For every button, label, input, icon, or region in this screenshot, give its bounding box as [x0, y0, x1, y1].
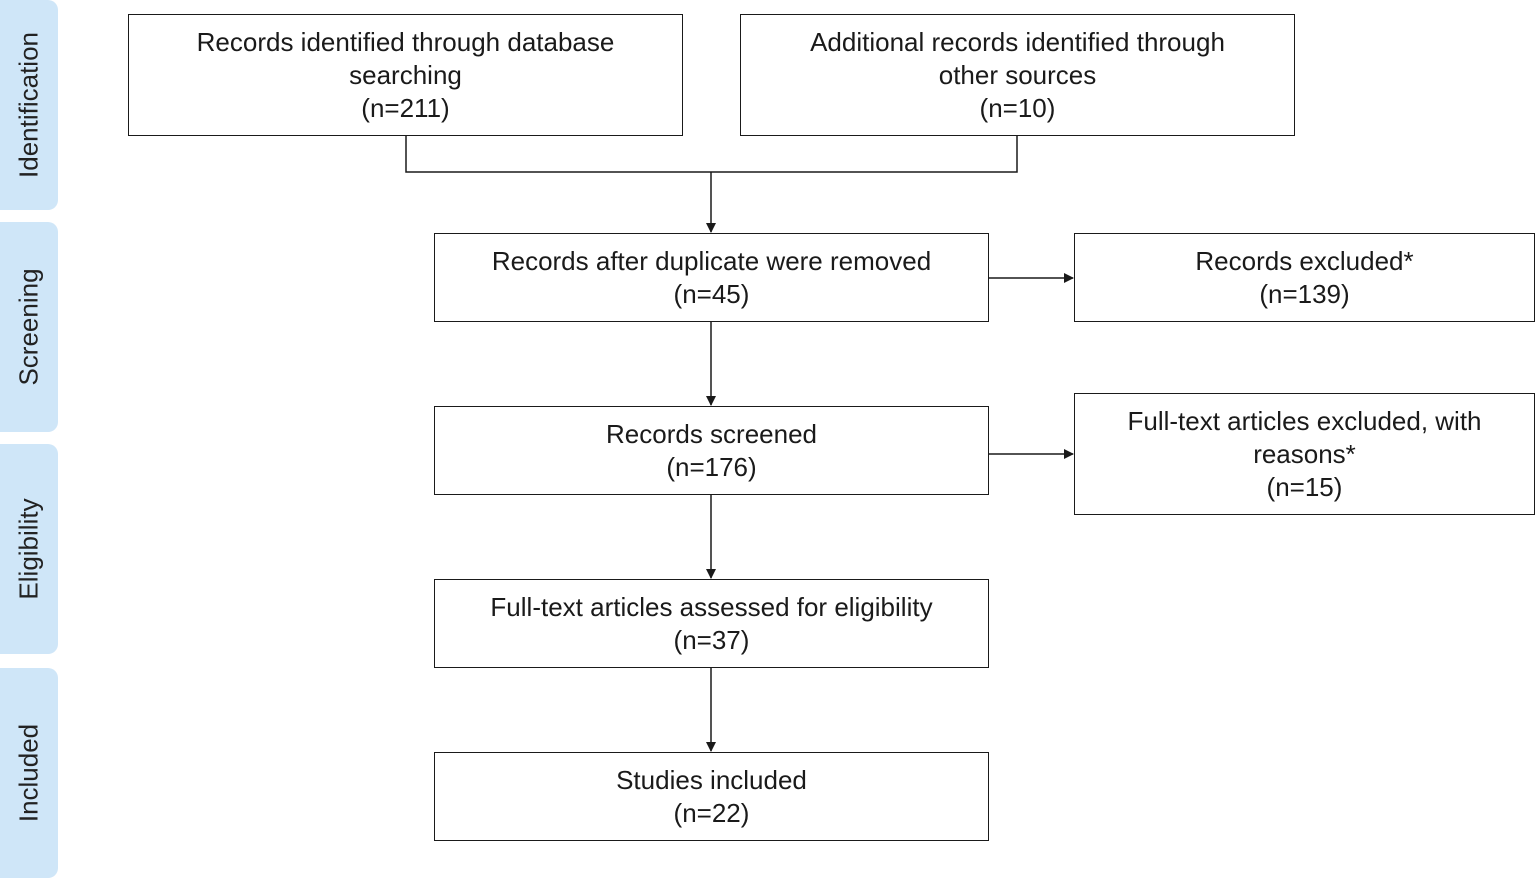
phase-tab-identification: Identification — [0, 0, 58, 210]
box-text-line: Studies included — [616, 764, 807, 795]
phase-tab-included: Included — [0, 668, 58, 878]
box-count: (n=139) — [1259, 278, 1350, 309]
box-text-line: Records after duplicate were removed — [491, 245, 932, 276]
fulltext-excluded-box: Full-text articles excluded, with reason… — [1074, 393, 1535, 515]
box-count: (n=176) — [666, 451, 757, 482]
studies-included-box: Studies included (n=22) — [434, 752, 989, 841]
additional-records-box: Additional records identified through ot… — [740, 14, 1295, 136]
box-text-line: Records excluded* — [1195, 245, 1414, 276]
phase-tab-screening: Screening — [0, 222, 58, 432]
box-count: (n=22) — [673, 797, 750, 828]
box-count: (n=15) — [1266, 471, 1343, 502]
merge-connector — [405, 136, 1018, 173]
box-count: (n=211) — [361, 92, 450, 123]
records-excluded-box: Records excluded* (n=139) — [1074, 233, 1535, 322]
box-text-line: other sources — [938, 59, 1097, 90]
box-count: (n=37) — [673, 624, 750, 655]
records-after-duplicates-box: Records after duplicate were removed (n=… — [434, 233, 989, 322]
phase-tab-eligibility: Eligibility — [0, 444, 58, 654]
box-text-line: Full-text articles assessed for eligibil… — [490, 591, 933, 622]
box-count: (n=10) — [979, 92, 1056, 123]
box-text-line: searching — [349, 59, 462, 90]
box-text-line: Additional records identified through — [810, 26, 1225, 57]
box-text-line: Records identified through database — [196, 26, 615, 57]
box-text-line: Full-text articles excluded, with — [1127, 405, 1482, 436]
box-text-line: reasons* — [1253, 438, 1356, 469]
records-screened-box: Records screened (n=176) — [434, 406, 989, 495]
records-identified-database-box: Records identified through database sear… — [128, 14, 683, 136]
fulltext-assessed-box: Full-text articles assessed for eligibil… — [434, 579, 989, 668]
box-text-line: Records screened — [606, 418, 817, 449]
box-count: (n=45) — [673, 278, 750, 309]
